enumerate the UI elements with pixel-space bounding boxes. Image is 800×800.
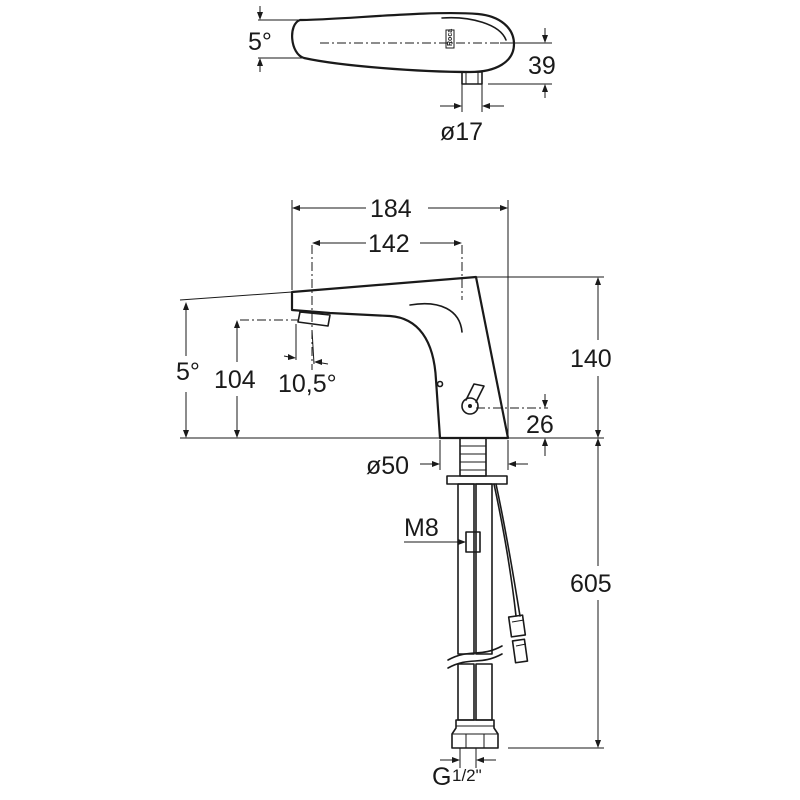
top-angle-label: 5° xyxy=(248,28,272,56)
aerator-angle-label: 10,5° xyxy=(278,370,337,398)
connection-main-label: G xyxy=(432,763,451,791)
connection-nut xyxy=(451,719,499,749)
top-view-body xyxy=(291,11,516,74)
rod-thread-label: M8 xyxy=(404,514,439,542)
top-diameter-label: ø17 xyxy=(440,118,483,146)
width-total-label: 184 xyxy=(370,195,412,223)
aerator xyxy=(297,311,331,327)
supply-hoses xyxy=(447,483,503,721)
width-spout-label: 142 xyxy=(368,230,410,258)
brand-label: Roca xyxy=(447,29,454,46)
sensor-cable xyxy=(493,483,517,617)
spout-angle-label: 5° xyxy=(176,358,200,386)
side-view: 184 142 140 26 5° 104 xyxy=(176,195,612,791)
top-view: Roca 5° 39 ø17 xyxy=(248,6,556,146)
top-height-label: 39 xyxy=(528,52,556,80)
top-view-nozzle xyxy=(461,71,483,85)
connection-fraction-label: 1/2" xyxy=(452,766,482,785)
base-diameter-label: ø50 xyxy=(366,452,409,480)
lever-icon xyxy=(465,383,485,403)
spout-height-label: 104 xyxy=(214,366,256,394)
hose-length-label: 605 xyxy=(570,570,612,598)
base-plate xyxy=(446,475,508,485)
height-body-label: 140 xyxy=(570,345,612,373)
faucet-body xyxy=(290,275,510,440)
lever-height-label: 26 xyxy=(526,411,554,439)
lever-pivot xyxy=(461,397,479,415)
m8-rod xyxy=(465,531,481,553)
